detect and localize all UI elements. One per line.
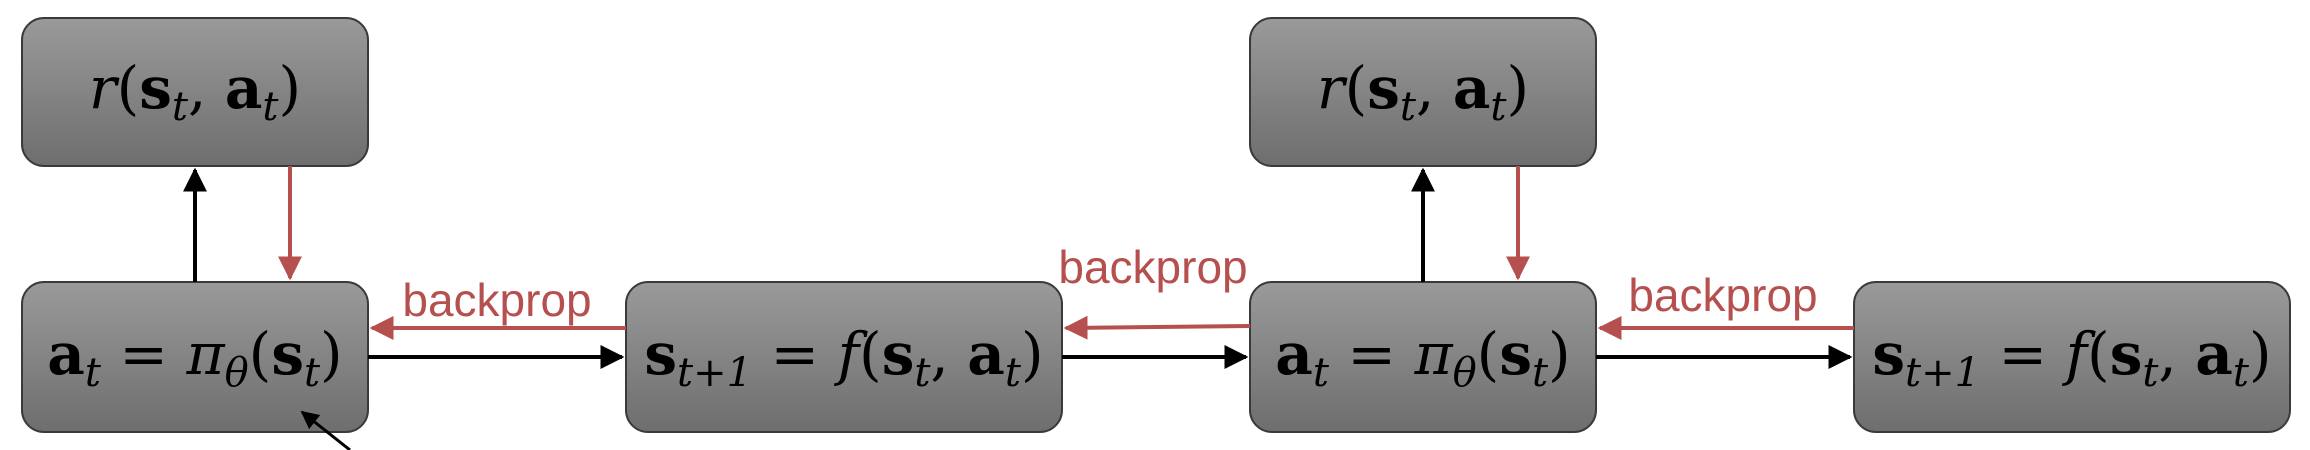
backprop-label-3: backprop [1628, 269, 1817, 321]
backprop-label-1: backprop [402, 274, 591, 326]
input-arrow-to-action1 [300, 410, 351, 450]
reward-box-1 [21, 17, 369, 167]
policy-label-2: at = πθ(st) [1275, 320, 1570, 396]
backprop-label-2: backprop [1058, 241, 1247, 293]
reward-box-2 [1249, 17, 1597, 167]
dynamics-label-2: st+1 = f(st, at) [1872, 320, 2271, 396]
backprop-arrow-action2-to-state1 [1063, 315, 1251, 340]
reward-label-2: r(st, at) [1317, 54, 1529, 130]
state-box-2 [1853, 281, 2291, 433]
reward-label-1: r(st, at) [89, 54, 301, 130]
dynamics-label-1: st+1 = f(st, at) [644, 320, 1043, 396]
policy-label-1: at = πθ(st) [47, 320, 342, 396]
